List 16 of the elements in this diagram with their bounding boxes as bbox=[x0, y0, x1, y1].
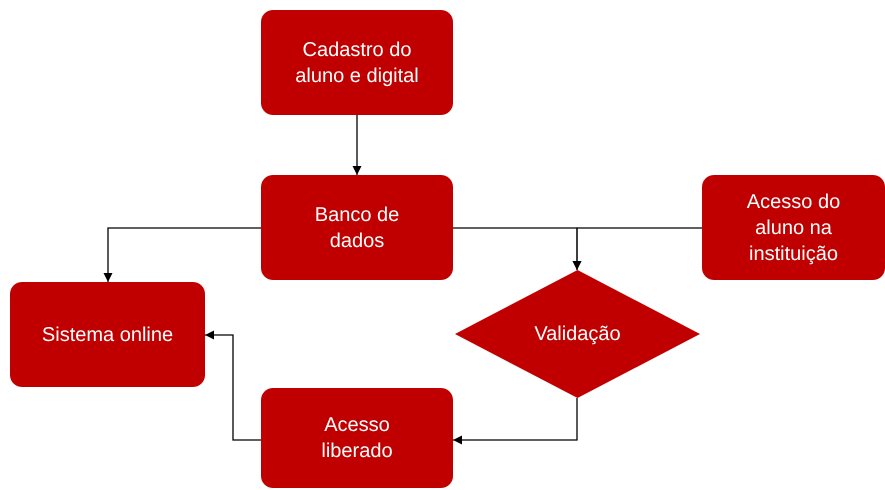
process-box bbox=[261, 175, 453, 280]
node-text: Sistema online bbox=[40, 322, 174, 348]
node-text: Banco de dados bbox=[314, 202, 400, 254]
node-text: Acesso liberado bbox=[320, 413, 394, 464]
node-text: Validação bbox=[533, 322, 622, 347]
arrow bbox=[103, 227, 261, 282]
process-box bbox=[702, 175, 885, 280]
process-box bbox=[261, 388, 453, 488]
arrow bbox=[205, 330, 261, 441]
arrow bbox=[352, 115, 362, 175]
node-text: Cadastro do aluno e digital bbox=[294, 38, 420, 88]
arrow bbox=[453, 398, 578, 445]
arrow bbox=[572, 227, 702, 270]
node-text: Acesso do aluno na instituição bbox=[746, 190, 842, 266]
process-box bbox=[261, 10, 453, 115]
process-box bbox=[10, 282, 205, 387]
